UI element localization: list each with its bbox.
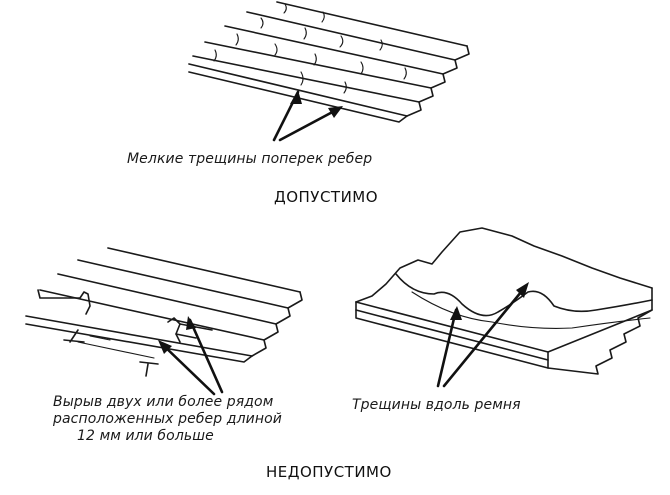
belt-torn-ribs-figure <box>20 238 310 388</box>
long-cracks-caption: Трещины вдоль ремня <box>352 397 521 413</box>
torn-ribs-caption-line-2: расположенных ребер длиной <box>53 411 282 427</box>
torn-ribs-caption-line-1: Вырыв двух или более рядом <box>53 394 274 410</box>
belt-small-cracks-figure <box>185 0 485 140</box>
unacceptable-heading: НЕДОПУСТИМО <box>266 463 392 481</box>
belt-torn-ribs-drawing <box>25 247 303 377</box>
torn-ribs-caption: Вырыв двух или более рядом расположенных… <box>53 394 373 445</box>
belt-small-cracks-drawing <box>188 1 470 123</box>
torn-ribs-caption-line-3: 12 мм или больше <box>77 428 214 444</box>
small-cracks-caption: Мелкие трещины поперек ребер <box>127 151 373 167</box>
acceptable-heading: ДОПУСТИМО <box>274 188 379 206</box>
